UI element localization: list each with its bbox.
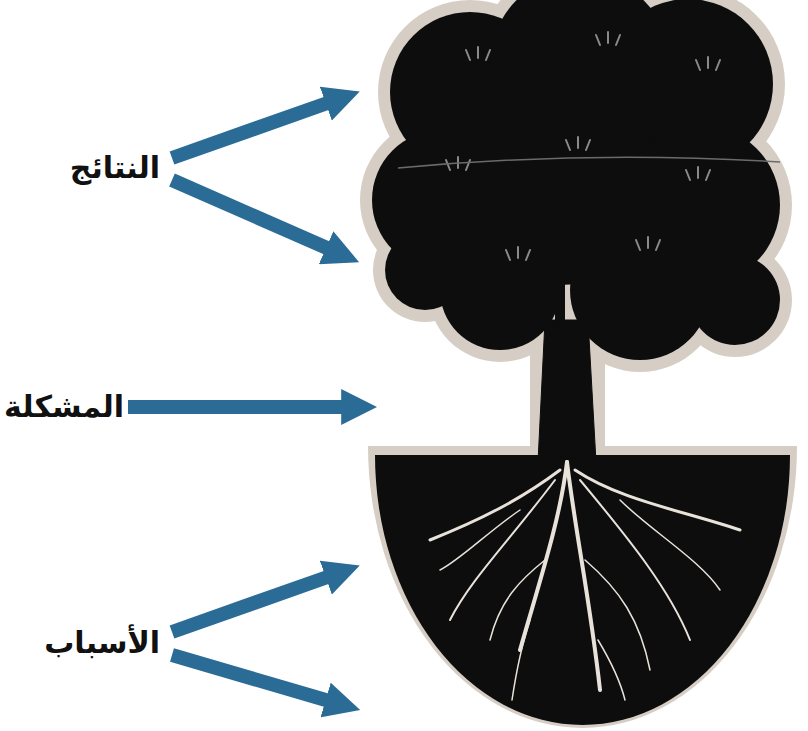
arrow <box>128 400 352 414</box>
section-label: المشكلة <box>4 389 124 425</box>
arrow <box>172 180 336 252</box>
section-label: الأسباب <box>44 625 160 661</box>
section-label: النتائج <box>70 150 160 186</box>
arrow <box>172 574 336 632</box>
leaf-marks <box>446 32 720 260</box>
arrow <box>172 100 336 158</box>
ground <box>375 455 790 725</box>
leader-arrows <box>128 100 352 703</box>
trunk <box>500 250 640 462</box>
roots <box>430 462 740 700</box>
arrow <box>172 655 336 703</box>
halo <box>360 0 797 728</box>
crown <box>372 0 780 360</box>
crown-line <box>398 157 780 168</box>
